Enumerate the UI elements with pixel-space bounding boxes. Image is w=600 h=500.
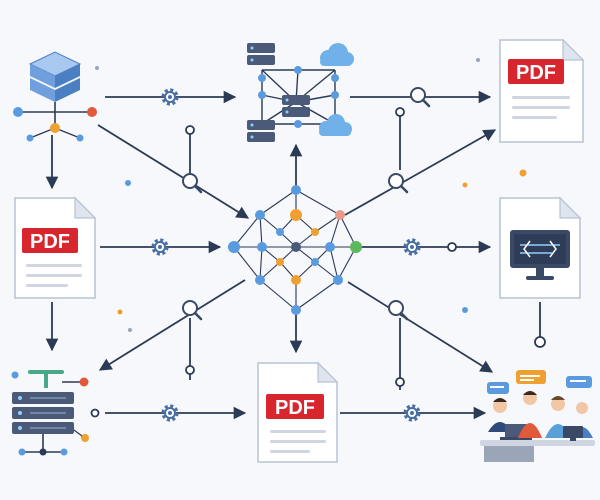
pdf-label: PDF	[275, 397, 315, 419]
server-icon	[247, 120, 275, 142]
arrow-db-to-hub	[97, 124, 250, 219]
server-rack-icon	[11, 370, 89, 456]
magnifier-icons	[181, 86, 431, 321]
cloud-icon	[320, 43, 354, 66]
arrow-hub-to-server	[98, 279, 246, 371]
neural-network-hub-icon	[228, 185, 362, 315]
arrow-hub-to-team	[347, 281, 494, 373]
monitor-icon	[499, 196, 582, 299]
gear-icon	[151, 238, 169, 256]
decor-dots	[95, 58, 527, 332]
server-icon	[282, 95, 310, 117]
database-stack-icon	[13, 51, 97, 142]
gear-icon	[403, 238, 421, 256]
gear-icon	[403, 404, 421, 422]
connector-dots	[90, 107, 546, 418]
pdf-label: PDF	[30, 231, 70, 253]
cloud-server-network-icon	[247, 43, 354, 142]
pdf-document-icon: PDF	[257, 361, 339, 463]
team-collaboration-icon	[480, 370, 595, 462]
arrow-hub-to-pdf-top	[344, 129, 497, 216]
connectors	[45, 90, 541, 420]
cloud-icon	[319, 114, 352, 136]
server-icon	[247, 43, 275, 65]
gear-icon	[161, 88, 179, 106]
pdf-document-icon: PDF	[14, 196, 97, 299]
pdf-label: PDF	[516, 62, 556, 84]
pdf-document-icon: PDF	[499, 38, 585, 143]
magnifier-icon	[181, 172, 203, 194]
gear-icon	[161, 404, 179, 422]
magnifier-icon	[387, 299, 409, 321]
